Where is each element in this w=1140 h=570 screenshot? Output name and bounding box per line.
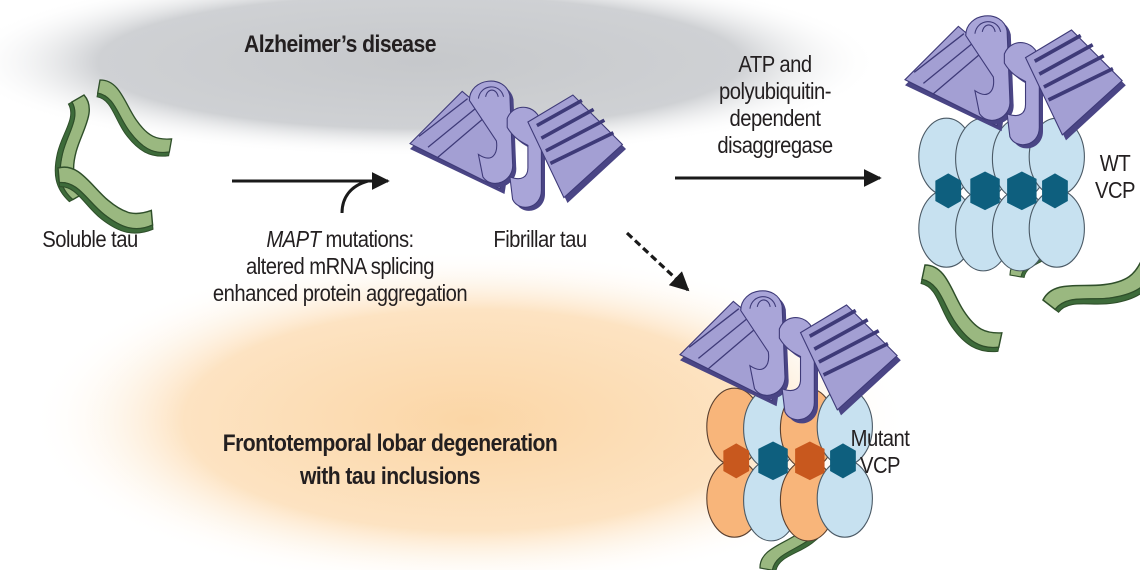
disaggregase-line-3: dependent (729, 105, 821, 131)
alzheimers-region (0, 0, 880, 157)
mutations-text: mutations: (320, 226, 415, 252)
ftld-region (30, 250, 910, 570)
disaggregase-line-2: polyubiquitin- (719, 78, 831, 104)
disaggregase-label: ATP and polyubiquitin- dependent disaggr… (674, 51, 876, 159)
ftld-line-1: Frontotemporal lobar degeneration (222, 430, 558, 457)
altered-mrna-splicing-text: altered mRNA splicing (245, 253, 435, 279)
ftld-line-2: with tau inclusions (299, 463, 481, 490)
mapt-mutations-label: MAPT mutations: altered mRNA splicing en… (190, 226, 489, 307)
mapt-gene-name: MAPT (266, 226, 321, 252)
disaggregase-line-1: ATP and (738, 51, 812, 77)
wt-vcp-label: WT VCP (1089, 150, 1140, 204)
wt-vcp-text: VCP (1094, 177, 1136, 203)
mutant-text: Mutant (850, 425, 910, 451)
disaggregase-line-4: disaggregase (717, 132, 833, 158)
enhanced-protein-aggregation-text: enhanced protein aggregation (212, 280, 468, 306)
mutant-vcp-text: VCP (859, 452, 901, 478)
fibrillar-tau-label: Fibrillar tau (493, 226, 587, 252)
soluble-tau-label: Soluble tau (42, 226, 138, 252)
ftld-label: Frontotemporal lobar degeneration with t… (188, 427, 593, 493)
wt-vcp-hexamer (918, 117, 1085, 272)
arrow-mapt-input (340, 179, 369, 214)
wt-vcp-tau-strand-left (909, 263, 1014, 355)
alzheimers-disease-label: Alzheimer’s disease (244, 31, 436, 58)
mutant-vcp-label: Mutant VCP (836, 425, 924, 479)
wt-text: WT (1099, 150, 1131, 176)
arrow-fibrillar-to-mutant-vcp (625, 231, 690, 292)
